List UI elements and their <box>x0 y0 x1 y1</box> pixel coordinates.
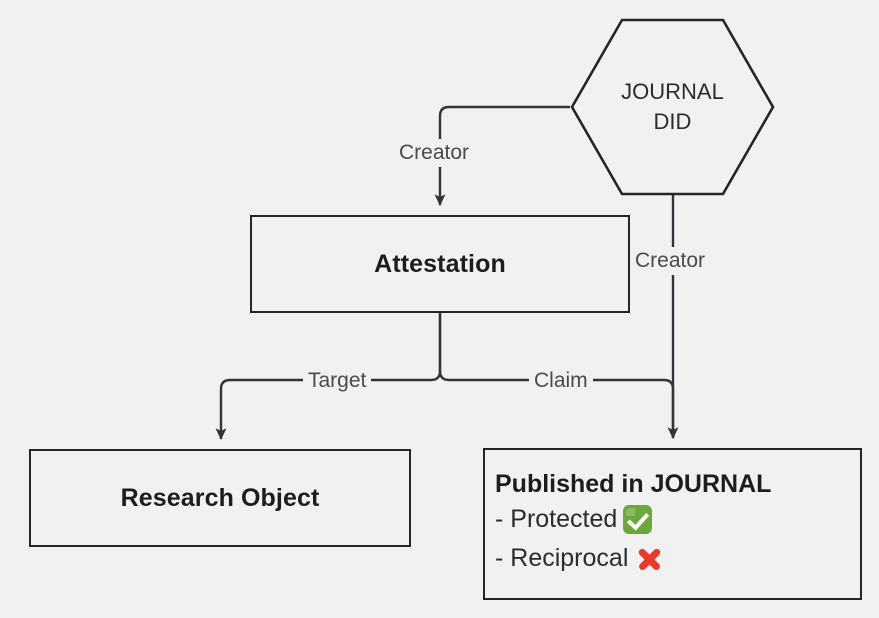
node-published-row-reciprocal: - Reciprocal <box>495 539 860 578</box>
edge-label-creator-attestation: Creator <box>394 139 475 167</box>
node-attestation[interactable]: Attestation <box>250 215 630 313</box>
node-research-object[interactable]: Research Object <box>29 449 411 547</box>
node-published-row-protected: - Protected <box>495 500 860 539</box>
check-mark-button-icon <box>623 505 653 534</box>
node-attestation-label: Attestation <box>374 249 506 278</box>
node-published-title: Published in JOURNAL <box>495 470 772 498</box>
node-research-object-label: Research Object <box>120 483 320 512</box>
node-journal-did[interactable]: JOURNAL DID <box>570 18 775 196</box>
edge-journal-attestation <box>434 105 570 206</box>
edge-label-creator-published: Creator <box>630 247 711 275</box>
node-published-in-journal[interactable]: Published in JOURNAL - Protected - Recip… <box>483 448 862 600</box>
edge-label-claim: Claim <box>529 367 593 395</box>
hexagon-shape <box>570 18 775 196</box>
node-published-row-protected-label: - Protected <box>495 505 618 533</box>
edge-label-target: Target <box>303 367 372 395</box>
cross-mark-icon <box>634 543 665 574</box>
node-published-row-reciprocal-label: - Reciprocal <box>495 544 629 572</box>
